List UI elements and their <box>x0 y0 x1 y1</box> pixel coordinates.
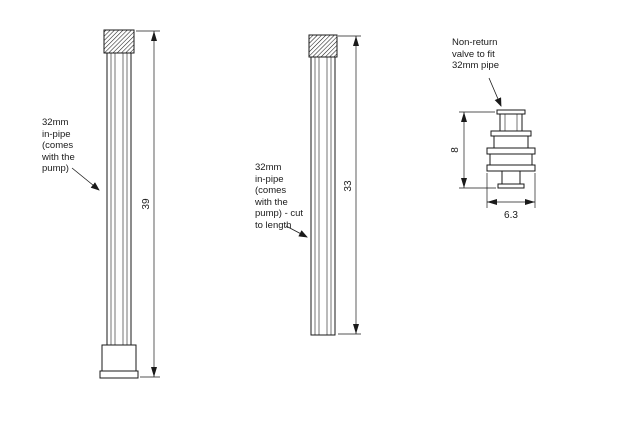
long-pipe-coupling <box>101 344 137 372</box>
cut-pipe-thread <box>308 34 338 58</box>
dim-8-text: 8 <box>450 147 461 153</box>
dimension-33 <box>338 35 361 335</box>
dim-39-text: 39 <box>141 198 152 210</box>
dim-63-text: 6.3 <box>504 210 518 221</box>
long-pipe-label: 32mm in-pipe (comes with the pump) <box>42 117 75 174</box>
long-pipe-thread <box>103 29 135 54</box>
dim-39-arrow-bottom <box>151 367 157 377</box>
valve-bottom-stub <box>501 170 521 185</box>
dim-39-arrow-top <box>151 31 157 41</box>
valve-lower-flange <box>486 164 536 172</box>
long-pipe-coupling-rim <box>99 370 139 379</box>
dimension-8 <box>459 111 496 189</box>
dim-63-arrow-right <box>525 199 535 205</box>
valve-top-cap <box>496 109 526 115</box>
valve-lower-body <box>489 153 533 166</box>
long-pipe-leader-arrow <box>71 167 100 191</box>
dim-8-arrow-bottom <box>461 178 467 188</box>
long-pipe-drawing <box>99 29 139 379</box>
valve-top-stub <box>499 113 523 132</box>
valve-label: Non-return valve to fit 32mm pipe <box>452 37 499 71</box>
long-pipe-body <box>106 52 132 346</box>
dimension-6-3 <box>486 173 536 208</box>
valve-bottom-rim <box>497 183 525 189</box>
dim-33-text: 33 <box>343 180 354 192</box>
cut-pipe-leader-arrow <box>285 225 308 238</box>
dim-33-arrow-bottom <box>353 324 359 334</box>
valve-upper-flange <box>490 130 532 137</box>
cut-pipe-label: 32mm in-pipe (comes with the pump) - cut… <box>255 162 304 231</box>
dimension-39 <box>136 30 160 378</box>
dim-8-arrow-top <box>461 112 467 122</box>
valve-upper-body <box>493 135 529 149</box>
dim-63-arrow-left <box>487 199 497 205</box>
valve-drawing <box>486 109 536 189</box>
valve-mid-flange <box>486 147 536 155</box>
cut-pipe-drawing <box>308 34 338 336</box>
valve-leader-arrow <box>488 77 502 107</box>
dim-33-arrow-top <box>353 36 359 46</box>
